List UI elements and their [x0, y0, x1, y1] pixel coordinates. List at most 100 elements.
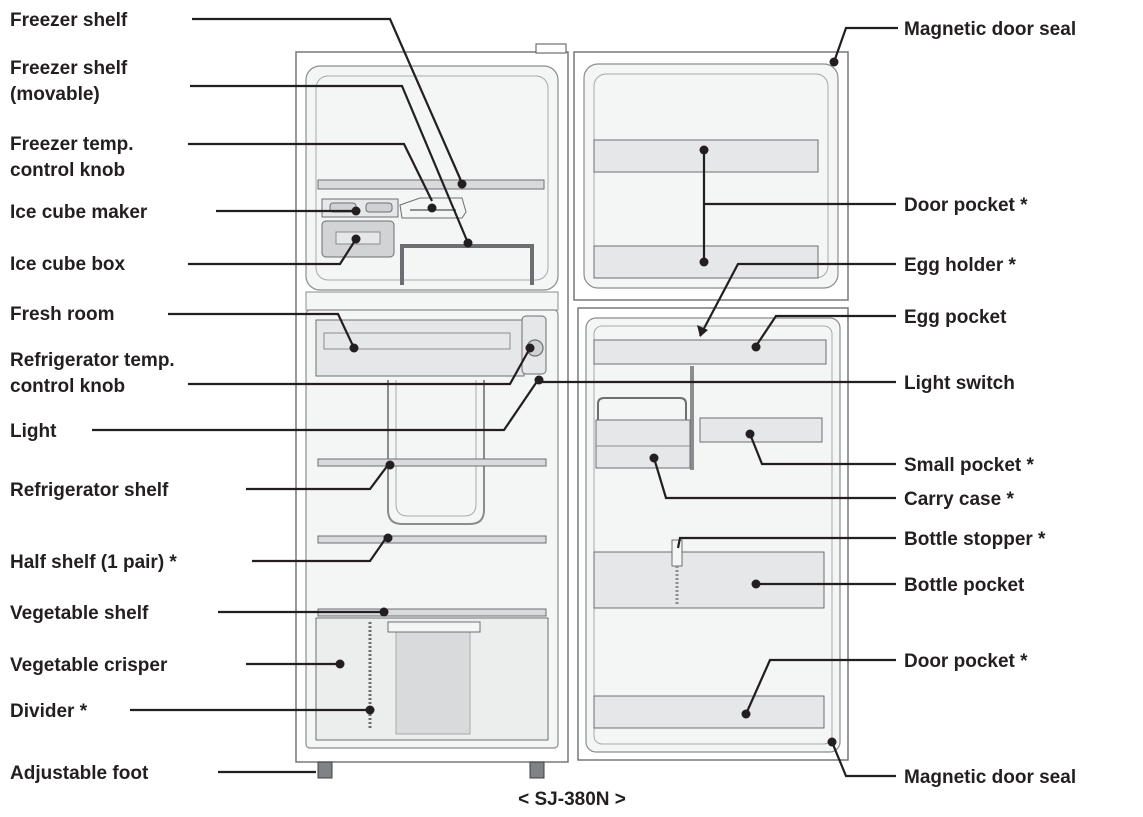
dot — [525, 343, 535, 353]
leader-door-pocket-bottom — [744, 658, 896, 715]
leader-fresh-room — [168, 312, 355, 349]
label-light: Light — [10, 421, 57, 442]
label-divider: Divider * — [10, 701, 88, 722]
leader-egg-pocket — [755, 314, 896, 347]
label-ice-cube-maker: Ice cube maker — [10, 202, 148, 223]
leader-lines — [92, 17, 898, 778]
label-vegetable-crisper: Vegetable crisper — [10, 655, 168, 676]
label-freezer-shelf: Freezer shelf — [10, 10, 128, 31]
dot — [745, 429, 755, 439]
leader-refrigerator-knob — [188, 347, 531, 386]
label-door-pocket-bottom: Door pocket * — [904, 651, 1028, 672]
leader-light — [92, 379, 539, 432]
dot — [349, 343, 359, 353]
leader-bottle-stopper — [676, 536, 896, 549]
label-refrigerator-shelf: Refrigerator shelf — [10, 480, 169, 501]
leader-refrigerator-shelf — [246, 464, 389, 491]
small-pocket — [699, 417, 823, 443]
labels-right: Magnetic door seal Door pocket * Egg hol… — [904, 19, 1076, 788]
dot — [427, 203, 437, 213]
refrigerator-door-pocket — [593, 695, 825, 729]
freezer-liner — [315, 75, 549, 281]
label-adjustable-foot: Adjustable foot — [10, 763, 149, 784]
dot — [751, 342, 761, 352]
refrigerator-shelf — [317, 458, 547, 467]
doors — [573, 51, 849, 761]
leader-half-shelf — [252, 537, 387, 563]
label-freezer-temp-line2: control knob — [10, 160, 125, 181]
bottle-pocket — [593, 551, 825, 609]
carry-case — [595, 419, 691, 469]
rear-duct-inner — [395, 380, 477, 517]
leader-carry-case — [652, 457, 896, 500]
egg-holder-arrowhead — [697, 325, 708, 337]
label-carry-case: Carry case * — [904, 489, 1014, 510]
label-light-switch: Light switch — [904, 373, 1015, 394]
label-egg-holder: Egg holder * — [904, 255, 1017, 276]
labels-left: Freezer shelf Freezer shelf (movable) Fr… — [10, 10, 177, 784]
fresh-room-window — [323, 332, 511, 350]
carry-case-handle — [597, 397, 687, 422]
dot — [379, 607, 389, 617]
dot — [457, 179, 467, 189]
adjustable-foot-left — [317, 761, 333, 779]
label-vegetable-shelf: Vegetable shelf — [10, 603, 149, 624]
dot — [827, 737, 837, 747]
label-freezer-shelf-movable-line1: Freezer shelf — [10, 58, 128, 79]
crisper-window — [395, 629, 471, 735]
leader-ice-cube-box — [188, 238, 357, 266]
top-hinge — [535, 43, 567, 54]
leader-small-pocket — [748, 433, 896, 466]
dot — [463, 238, 473, 248]
leader-magnetic-door-seal-top — [832, 26, 898, 63]
dot — [699, 145, 709, 155]
leader-egg-holder — [699, 262, 896, 337]
leader-freezer-shelf — [192, 17, 464, 184]
label-freezer-temp-line1: Freezer temp. — [10, 134, 134, 155]
dot — [699, 257, 709, 267]
freezer-door-pocket-upper — [593, 139, 819, 173]
label-fresh-room: Fresh room — [10, 304, 115, 325]
fresh-room — [315, 319, 525, 377]
dot — [534, 375, 544, 385]
dot — [741, 709, 751, 719]
label-ice-cube-box: Ice cube box — [10, 254, 126, 275]
label-magnetic-door-seal-bottom: Magnetic door seal — [904, 767, 1076, 788]
label-small-pocket: Small pocket * — [904, 455, 1034, 476]
rear-duct — [387, 380, 485, 525]
dot — [751, 579, 761, 589]
refrigerator-door-seal-line — [593, 325, 833, 745]
half-shelf — [317, 535, 547, 544]
dot — [351, 206, 361, 216]
label-bottle-stopper: Bottle stopper * — [904, 529, 1046, 550]
label-refrigerator-temp-line1: Refrigerator temp. — [10, 350, 175, 371]
compartment-divider — [305, 291, 559, 311]
leader-magnetic-door-seal-bottom — [830, 741, 896, 778]
leader-freezer-shelf-movable — [190, 84, 470, 244]
adjustable-foot-right — [529, 761, 545, 779]
ice-tray-knob-right — [365, 202, 393, 213]
dot — [365, 705, 375, 715]
label-magnetic-door-seal-top: Magnetic door seal — [904, 19, 1076, 40]
dot — [385, 460, 395, 470]
label-door-pocket-top: Door pocket * — [904, 195, 1028, 216]
egg-pocket — [593, 339, 827, 365]
crisper-handle — [387, 621, 481, 633]
label-freezer-shelf-movable-line2: (movable) — [10, 84, 100, 105]
dot — [829, 57, 839, 67]
dot — [335, 659, 345, 669]
dot — [383, 533, 393, 543]
bottle-stopper — [671, 539, 683, 567]
label-half-shelf: Half shelf (1 pair) * — [10, 552, 177, 573]
dot — [649, 453, 659, 463]
leader-freezer-knob — [188, 142, 433, 202]
leader-dots — [335, 57, 839, 747]
label-refrigerator-temp-line2: control knob — [10, 376, 125, 397]
freezer-door-liner — [583, 63, 839, 289]
freezer-shelf — [317, 179, 545, 190]
model-caption: < SJ-380N > — [518, 789, 626, 810]
label-bottle-pocket: Bottle pocket — [904, 575, 1025, 596]
dot — [351, 234, 361, 244]
